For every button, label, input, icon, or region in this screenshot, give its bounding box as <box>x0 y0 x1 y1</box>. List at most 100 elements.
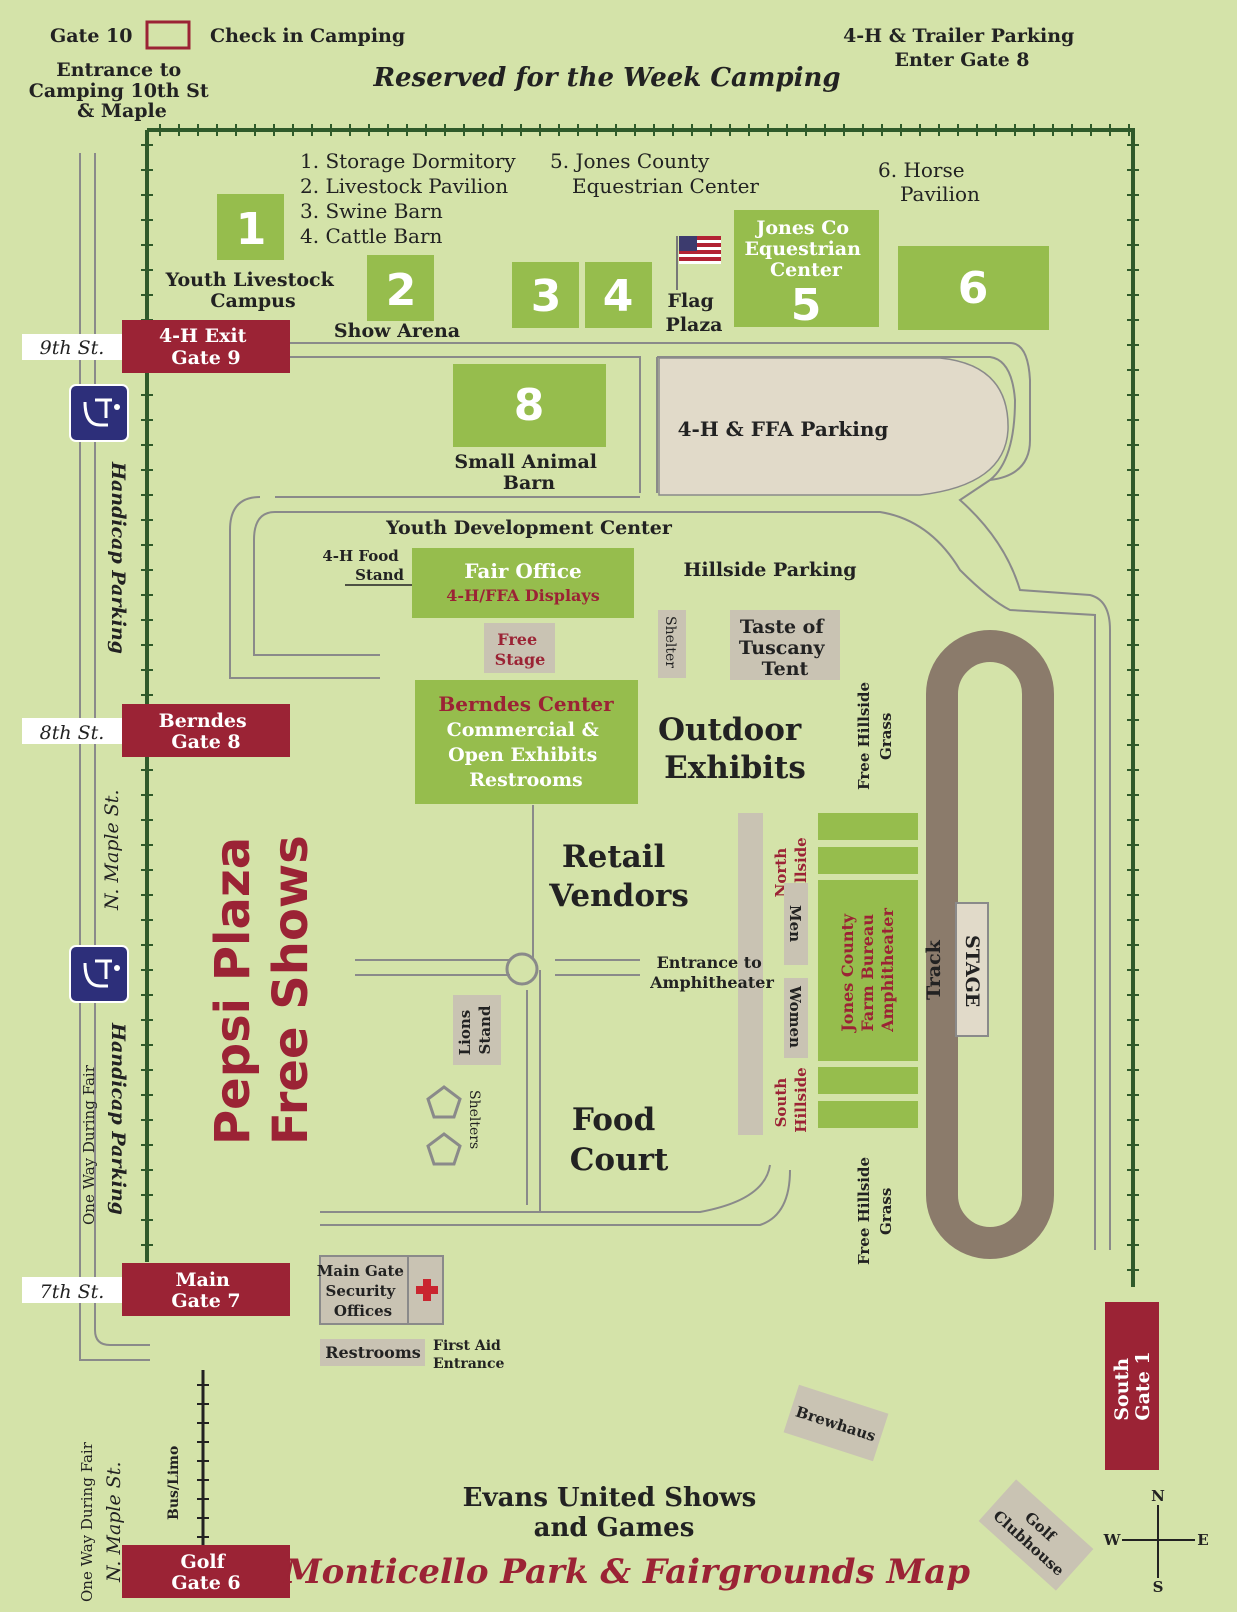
taste-tent <box>730 610 840 680</box>
gate-1 <box>1105 1302 1159 1470</box>
hillside-seating <box>818 813 918 1128</box>
building-list-col3: 6. Horse Pavilion <box>878 158 980 206</box>
building-list-col2: 5. Jones County Equestrian Center <box>550 149 759 198</box>
one-way-label: One Way During Fair <box>80 1064 98 1225</box>
pepsi-plaza-label: Pepsi Plaza Free Shows <box>205 820 319 1145</box>
retail-vendors-label: Retail Vendors <box>548 839 689 914</box>
trailer-parking-label: 4-H & Trailer Parking Enter Gate 8 <box>843 25 1081 71</box>
small-animal-label: Small Animal Barn <box>454 451 603 494</box>
gate-9-label: 4-H Exit Gate 9 <box>159 325 253 369</box>
fair-office-label: Fair Office <box>464 559 582 583</box>
free-grass-north: Free Hillside Grass <box>855 677 895 790</box>
food-stand-label: 4-H Food Stand <box>322 547 404 584</box>
men-label: Men <box>786 905 804 942</box>
bus-limo-label: Bus/Limo <box>166 1446 182 1520</box>
building-6 <box>898 246 1049 330</box>
amph-entrance-label: Entrance to Amphitheater <box>649 953 774 992</box>
shelters <box>426 1085 462 1166</box>
taste-label: Taste of Tuscany Tent <box>739 616 831 680</box>
lions-stand-label: Lions Stand <box>456 1005 494 1056</box>
one-way-label-south: One Way During Fair <box>78 1441 96 1602</box>
building-2-number: 2 <box>386 265 417 316</box>
street-8th <box>22 718 122 744</box>
free-stage-label: Free Stage <box>495 630 546 669</box>
reserved-camping-label: Reserved for the Week Camping <box>372 63 840 93</box>
ffa-parking-lot <box>658 357 1009 496</box>
gate-7 <box>122 1263 290 1316</box>
building-1-number: 1 <box>236 204 267 255</box>
gate-8 <box>122 704 290 757</box>
building-5 <box>734 210 879 327</box>
ffa-displays-label: 4-H/FFA Displays <box>446 586 599 605</box>
maple-street-label: N. Maple St. <box>101 790 123 912</box>
evans-shows-label: Evans United Shows and Games <box>463 1483 766 1543</box>
amphitheater-walkway <box>738 813 763 1135</box>
building-8 <box>453 364 606 447</box>
street-9th <box>22 334 122 360</box>
check-in-label: Check in Camping <box>210 25 405 47</box>
compass-e: E <box>1197 1531 1208 1549</box>
street-9th-label: 9th St. <box>40 337 105 359</box>
fence-ticks <box>141 124 1139 1271</box>
handicap-parking-south: Handicap Parking <box>107 1022 129 1215</box>
compass-n: N <box>1151 1487 1165 1505</box>
roads <box>79 153 1111 1361</box>
food-court-label: Food Court <box>570 1102 669 1178</box>
camping-entrance-label: Entrance to Camping 10th St & Maple <box>29 59 216 122</box>
women-label: Women <box>786 985 804 1048</box>
track-label: Track <box>923 939 945 1000</box>
lions-stand <box>453 995 501 1065</box>
compass-s: S <box>1153 1578 1164 1596</box>
security-label: Main Gate Security Offices <box>317 1262 409 1320</box>
restroom-women <box>784 978 808 1058</box>
compass-w: W <box>1103 1531 1122 1549</box>
check-in-swatch <box>145 20 191 50</box>
building-list-col1: 1. Storage Dormitory 2. Livestock Pavili… <box>300 149 522 248</box>
building-4-number: 4 <box>603 271 634 322</box>
ffa-parking-label: 4-H & FFA Parking <box>678 417 889 441</box>
berndes-center-label: Berndes Center <box>438 692 614 716</box>
flag-icon <box>676 236 721 290</box>
gate-9 <box>122 320 290 373</box>
restrooms-label: Restrooms <box>325 1343 421 1362</box>
gate-10-label: Gate 10 <box>50 25 132 47</box>
building-8-number: 8 <box>514 380 545 431</box>
shelters-label: Shelters <box>466 1090 482 1149</box>
street-8th-label: 8th St. <box>40 722 105 744</box>
first-aid-icon <box>416 1279 438 1301</box>
bus-lane-ticks <box>197 1384 209 1538</box>
street-7th-label: 7th St. <box>40 1281 105 1303</box>
shelter-label: Shelter <box>662 616 678 668</box>
amphitheater <box>818 880 918 1061</box>
free-stage <box>484 623 555 673</box>
show-arena-label: Show Arena <box>334 320 460 342</box>
building-6-number: 6 <box>958 263 989 314</box>
race-track <box>926 630 1054 1259</box>
map-title: Monticello Park & Fairgrounds Map <box>283 1552 970 1592</box>
handicap-icon <box>69 945 129 1003</box>
roundabout <box>505 952 539 986</box>
building-2 <box>367 255 434 321</box>
restrooms <box>320 1339 425 1366</box>
handicap-parking-north: Handicap Parking <box>107 461 129 654</box>
shelter <box>658 610 686 678</box>
gate-7-label: Main Gate 7 <box>171 1269 240 1312</box>
handicap-icon <box>69 384 129 442</box>
building-4 <box>585 262 652 328</box>
first-aid-label: First Aid Entrance <box>433 1338 506 1372</box>
outdoor-exhibits-label: Outdoor Exhibits <box>658 712 812 786</box>
building-3-number: 3 <box>531 271 562 322</box>
stage-label: STAGE <box>961 935 983 1007</box>
gate-1-label: South Gate 1 <box>1111 1351 1154 1420</box>
building-5-number: 5 <box>791 280 822 331</box>
free-grass-south: Free Hillside Grass <box>855 1152 895 1265</box>
building-3 <box>512 262 579 328</box>
gate-6 <box>122 1545 290 1598</box>
ydc-label: Youth Development Center <box>385 517 673 539</box>
stage <box>955 902 989 1037</box>
equestrian-label: Jones Co Equestrian Center <box>744 217 867 281</box>
youth-campus-label: Youth Livestock Campus <box>165 269 341 312</box>
brewhaus: Brewhaus <box>783 1384 889 1462</box>
fair-office <box>412 548 634 618</box>
